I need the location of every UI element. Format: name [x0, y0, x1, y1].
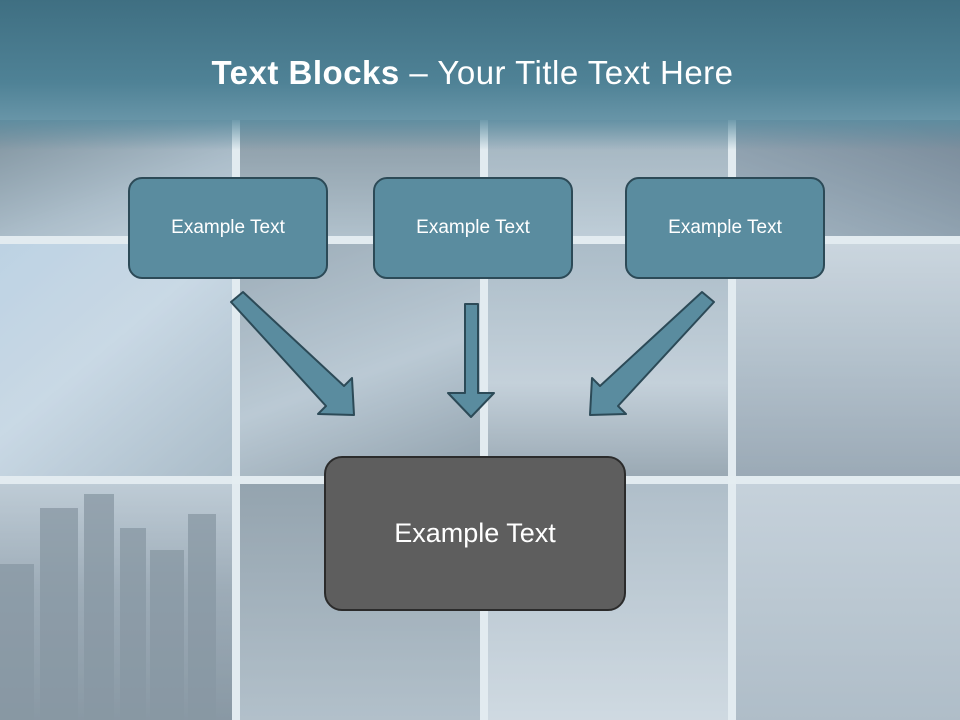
title-rest: Your Title Text Here [437, 54, 734, 91]
main-text-block[interactable]: Example Text [324, 456, 626, 611]
window-mullion [728, 120, 736, 720]
title-bold: Text Blocks [211, 54, 400, 91]
photo-panel [488, 244, 728, 476]
page-title: Text Blocks – Your Title Text Here [0, 54, 945, 92]
arrow-right [589, 291, 715, 416]
window-mullion [480, 120, 488, 720]
window-mullion [232, 120, 240, 720]
title-band: Text Blocks – Your Title Text Here [0, 0, 960, 150]
arrow-center [447, 303, 495, 418]
text-block-3[interactable]: Example Text [625, 177, 825, 279]
text-block-2-label: Example Text [416, 217, 530, 238]
photo-panel [0, 244, 232, 476]
title-separator: – [399, 54, 438, 91]
text-block-1-label: Example Text [171, 217, 285, 238]
text-block-3-label: Example Text [668, 217, 782, 238]
text-block-1[interactable]: Example Text [128, 177, 328, 279]
text-block-2[interactable]: Example Text [373, 177, 573, 279]
arrow-left [230, 291, 355, 416]
photo-panel [736, 484, 960, 720]
main-text-block-label: Example Text [394, 518, 556, 548]
photo-panel [736, 244, 960, 476]
photo-panel [0, 484, 232, 720]
photo-panel [240, 244, 480, 476]
